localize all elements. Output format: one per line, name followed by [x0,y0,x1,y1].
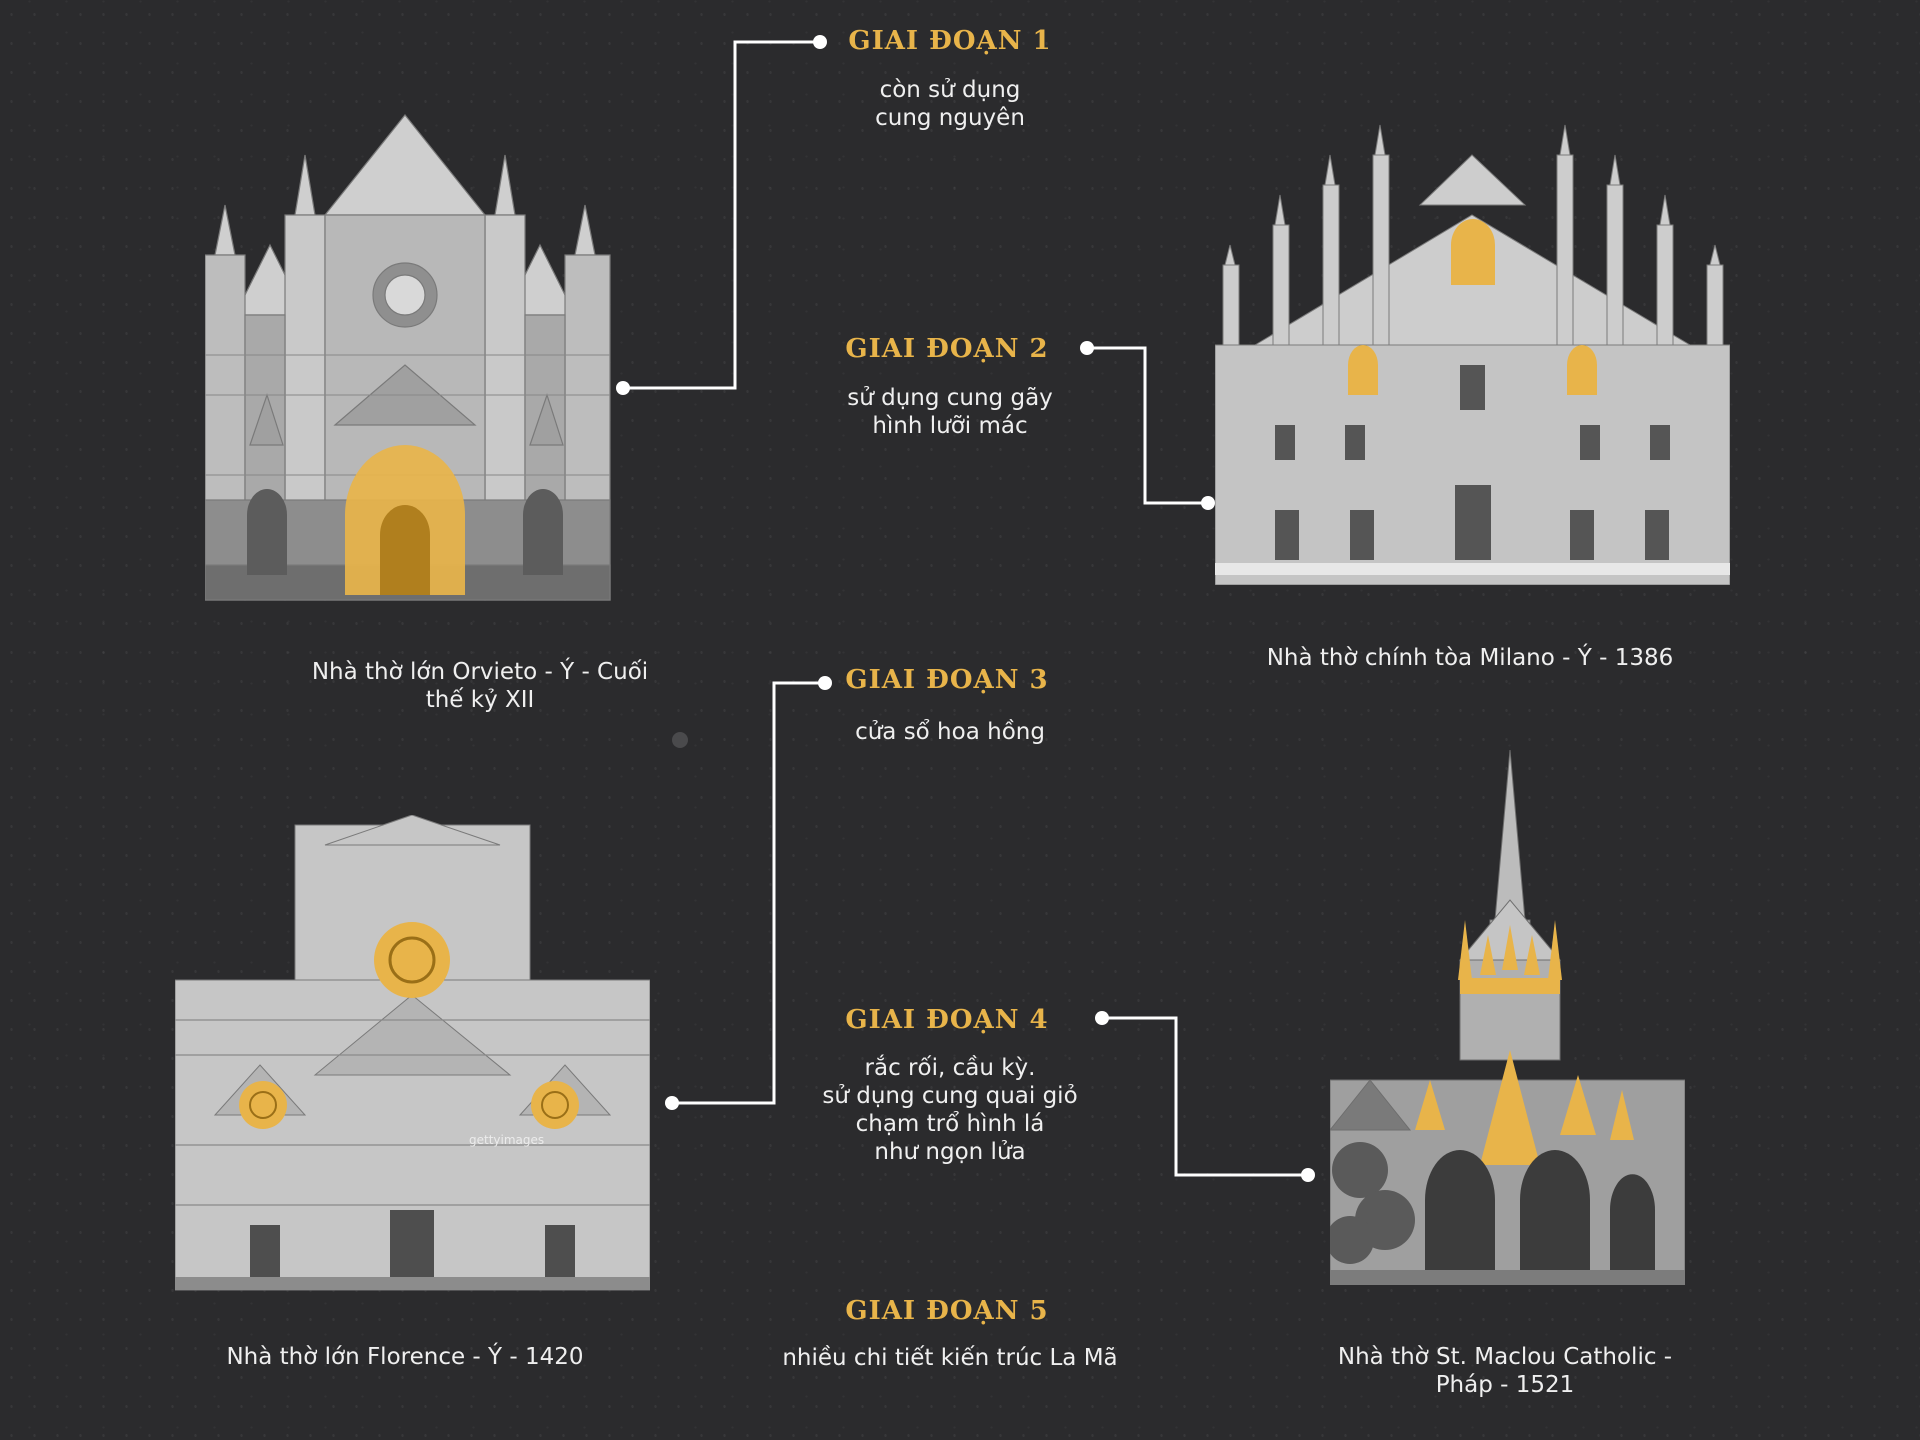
stage-5-title: GIAI ĐOẠN 5 [845,1296,1049,1326]
connector-dot [1301,1168,1315,1182]
connector-stage-4 [1102,1016,1308,1177]
stage-2-desc: sử dụng cung gãy hình lưỡi mác [847,385,1053,439]
milano-cathedral-image [1215,95,1730,585]
connector-dot [818,676,832,690]
connector-stage-2 [1087,346,1208,505]
connector-stage-1 [623,40,820,390]
maclou-church-image [1330,750,1685,1285]
stage-5-desc: nhiều chi tiết kiến trúc La Mã [782,1345,1118,1371]
florence-cathedral-image: gettyimages [175,815,650,1295]
stage-1-desc: còn sử dụng cung nguyên [875,77,1025,131]
connector-dot [1201,496,1215,510]
connector-dot [1080,341,1094,355]
connector-dot [616,381,630,395]
stage-1-title: GIAI ĐOẠN 1 [848,26,1052,56]
stage-4-title: GIAI ĐOẠN 4 [845,1005,1049,1035]
connector-dot [1095,1011,1109,1025]
stage-2-title: GIAI ĐOẠN 2 [845,334,1049,364]
connector-dot [665,1096,679,1110]
florence-caption: Nhà thờ lớn Florence - Ý - 1420 [226,1344,584,1370]
orvieto-caption: Nhà thờ lớn Orvieto - Ý - Cuối thế kỷ XI… [311,659,649,713]
maclou-caption: Nhà thờ St. Maclou Catholic - Pháp - 152… [1337,1344,1673,1398]
getty-watermark: gettyimages [469,1133,545,1147]
stage-4-desc: rắc rối, cầu kỳ. sử dụng cung quai giỏ c… [822,1055,1078,1165]
orvieto-cathedral-image [205,95,620,605]
stage-3-title: GIAI ĐOẠN 3 [845,665,1049,695]
stage-3-desc: cửa sổ hoa hồng [855,719,1045,745]
connector-stage-3 [672,681,825,1105]
decor-dot [672,732,688,748]
connector-dot [813,35,827,49]
milano-caption: Nhà thờ chính tòa Milano - Ý - 1386 [1266,645,1674,671]
